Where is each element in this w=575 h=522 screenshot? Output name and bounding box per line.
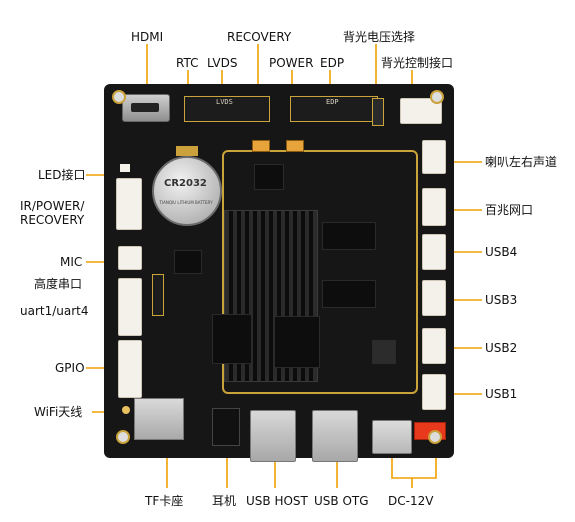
ddr-chip-3 (274, 316, 320, 368)
power-switch (286, 140, 304, 152)
label-wifi: WiFi天线 (34, 405, 83, 419)
lvds-header (184, 96, 270, 122)
battery-brand: TIANQIU LITHIUM BATTERY (159, 200, 213, 205)
uart-connector (118, 278, 142, 336)
label-usb-otg: USB OTG (314, 494, 369, 508)
pcb-board: LVDS EDP CR2032 TIANQIU LITHIUM BATTERY (104, 84, 454, 462)
label-usb-host: USB HOST (246, 494, 308, 508)
label-usb4: USB4 (485, 245, 518, 259)
emmc-chip (212, 314, 252, 364)
mount-hole (430, 90, 444, 104)
mount-hole (116, 430, 130, 444)
usb2-connector (422, 328, 446, 364)
leader-dc (391, 458, 413, 488)
label-backlight-voltage: 背光电压选择 (343, 30, 416, 44)
label-led: LED接口 (38, 168, 86, 182)
ethernet-connector (422, 188, 446, 226)
dc-jack (372, 420, 412, 454)
label-ir-power-1: IR/POWER/ (20, 199, 85, 213)
hs-uart-header (152, 274, 164, 316)
mount-hole (428, 430, 442, 444)
wifi-antenna-connector (122, 406, 130, 414)
speaker-connector (422, 140, 446, 174)
mount-hole (112, 90, 126, 104)
silk-outline (222, 150, 418, 394)
label-ethernet: 百兆网口 (485, 203, 534, 217)
label-tf: TF卡座 (145, 494, 184, 508)
gpio-connector (118, 340, 142, 398)
silk-lvds: LVDS (216, 98, 233, 106)
edp-header (290, 96, 378, 122)
audio-chip (174, 250, 202, 274)
pmic-chip (254, 164, 284, 190)
usb4-connector (422, 234, 446, 270)
recovery-switch (252, 140, 270, 152)
label-rtc: RTC (176, 56, 199, 70)
usb-otg-port (312, 410, 358, 462)
label-backlight-ctrl: 背光控制接口 (381, 56, 454, 70)
ddr-chip-2 (322, 280, 376, 308)
ir-power-recovery-connector (116, 178, 142, 230)
label-usb2: USB2 (485, 341, 518, 355)
usb1-connector (422, 374, 446, 410)
label-mic: MIC (60, 255, 83, 269)
hdmi-port (122, 94, 170, 122)
label-earphone: 耳机 (212, 494, 237, 508)
label-hs-uart: 高度串口 (34, 277, 83, 291)
usb3-connector (422, 280, 446, 316)
battery-label: CR2032 (164, 178, 207, 189)
battery-clip (176, 146, 198, 156)
label-power: POWER (269, 56, 314, 70)
rtc-battery: CR2032 TIANQIU LITHIUM BATTERY (152, 156, 222, 226)
label-gpio: GPIO (55, 361, 85, 375)
backlight-jumper (372, 98, 384, 126)
earphone-jack (212, 408, 240, 446)
ddr-chip-1 (322, 222, 376, 250)
label-dc: DC-12V (388, 494, 434, 508)
label-edp: EDP (320, 56, 345, 70)
led-connector (120, 164, 130, 172)
tf-card-slot (134, 398, 184, 440)
label-usb1: USB1 (485, 387, 518, 401)
mic-connector (118, 246, 142, 270)
usb-host-port (250, 410, 296, 462)
label-lvds: LVDS (207, 56, 238, 70)
label-ir-power-2: RECOVERY (20, 213, 85, 227)
inductor (372, 340, 396, 364)
label-hdmi: HDMI (131, 30, 164, 44)
label-usb3: USB3 (485, 293, 518, 307)
label-speaker: 喇叭左右声道 (485, 155, 558, 169)
label-uart: uart1/uart4 (20, 304, 89, 318)
silk-edp: EDP (326, 98, 339, 106)
label-recovery: RECOVERY (227, 30, 292, 44)
